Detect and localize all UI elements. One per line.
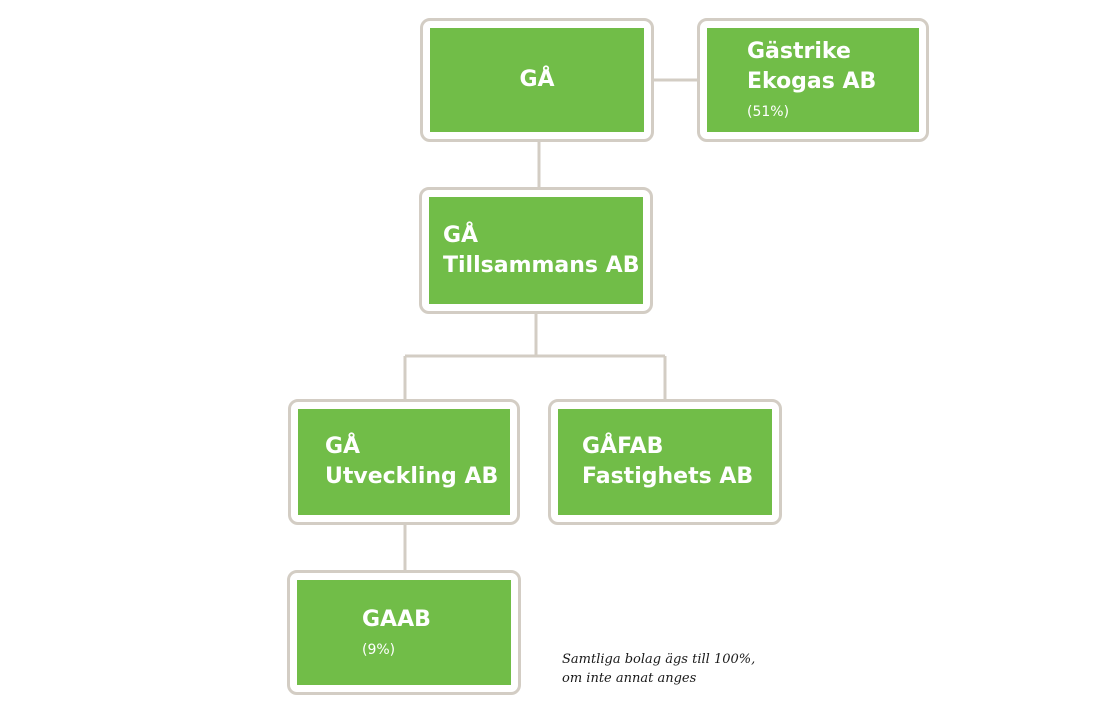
node-gastrike-ekogas-share: (51%) <box>747 104 790 120</box>
node-ga-utveckling: GÅ Utveckling AB <box>288 399 520 525</box>
footnote-line1: Samtliga bolag ägs till 100%, <box>562 652 756 667</box>
node-ga-tillsammans-name-line1: GÅ <box>443 222 479 248</box>
node-ga-tillsammans-fill: GÅ Tillsammans AB <box>429 197 643 304</box>
node-gaab-fill: GAAB (9%) <box>297 580 511 685</box>
node-gafab-fill: GÅFAB Fastighets AB <box>558 409 772 515</box>
node-ga-utveckling-name-line2: Utveckling AB <box>325 464 499 489</box>
node-gafab-name-line1: GÅFAB <box>582 434 664 459</box>
node-ga-utveckling-fill: GÅ Utveckling AB <box>298 409 510 515</box>
footnote-line2: om inte annat anges <box>562 671 697 686</box>
node-gafab-name-line2: Fastighets AB <box>582 464 754 489</box>
node-gastrike-ekogas-name-line2: Ekogas AB <box>747 69 877 94</box>
node-gaab-name: GAAB <box>362 606 431 632</box>
node-gastrike-ekogas-name-line1: Gästrike <box>747 39 851 64</box>
ownership-footnote: Samtliga bolag ägs till 100%, om inte an… <box>562 650 755 688</box>
node-ga: GÅ <box>420 18 654 142</box>
node-gaab-share: (9%) <box>362 641 396 658</box>
node-ga-tillsammans-name-line2: Tillsammans AB <box>443 252 640 278</box>
node-ga-fill: GÅ <box>430 28 644 132</box>
node-gaab: GAAB (9%) <box>287 570 521 695</box>
node-ga-utveckling-name-line1: GÅ <box>325 434 361 459</box>
node-ga-name: GÅ <box>519 67 555 92</box>
node-gafab: GÅFAB Fastighets AB <box>548 399 782 525</box>
node-gastrike-ekogas-fill: Gästrike Ekogas AB (51%) <box>707 28 919 132</box>
node-gastrike-ekogas: Gästrike Ekogas AB (51%) <box>697 18 929 142</box>
node-ga-tillsammans: GÅ Tillsammans AB <box>419 187 653 314</box>
